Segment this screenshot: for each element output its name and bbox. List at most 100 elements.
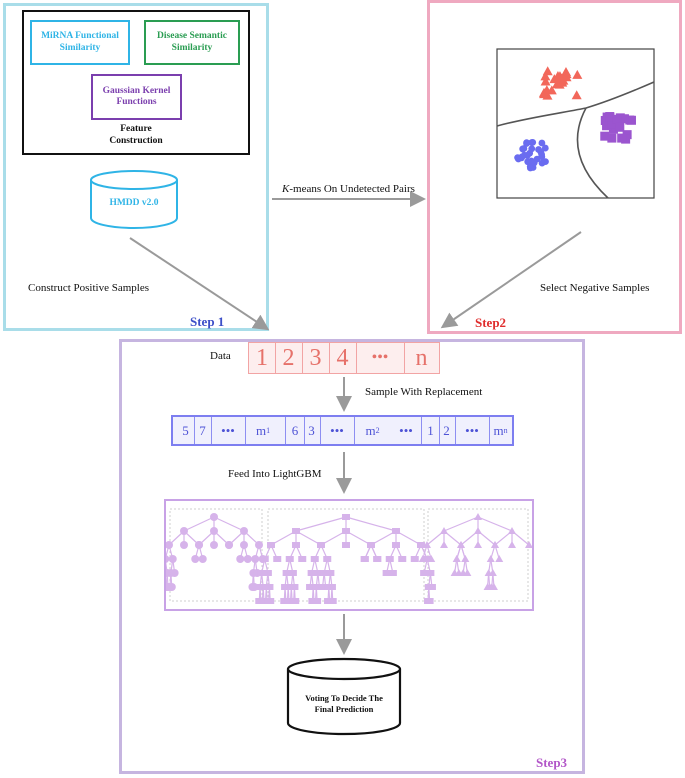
square-point [612,114,622,124]
triangle-cluster [538,66,583,100]
feature-construction-label: Feature Construction [22,124,250,148]
tree-node [491,541,499,548]
tree-node [273,556,282,562]
tree-square-nodes [255,514,436,604]
triangle-point [551,79,562,89]
sample1-cell-1: 5 [177,417,195,444]
hmdd-database-label: HMDD v2.0 [109,198,159,208]
tree-node [488,569,497,576]
data-cell-ellipsis: ••• [356,343,405,373]
data-cell-n: n [415,344,428,371]
tree-node [210,541,218,549]
tree-node [474,541,482,548]
square-point [602,121,612,131]
tree-triangle-nodes [418,513,532,590]
tree-node [410,556,419,562]
sample-with-replacement-label: Sample With Replacement [365,386,483,398]
tree-edge [166,544,170,559]
tree-edge [395,530,422,546]
tree-node [495,555,504,562]
data-label: Data [210,350,231,362]
tree-edge [443,516,479,532]
tree-node [427,555,436,562]
tree-node [198,555,207,563]
gaussian-box-label: Gaussian Kernel Functions [102,85,171,107]
triangle-point [539,89,550,99]
step3-title: Step3 [536,755,568,770]
sample2-cell-2: 3 [303,417,321,444]
tree-node [418,555,427,562]
sample3-cell-2: 2 [438,417,456,444]
tree-node [398,556,407,562]
tree-node [243,555,252,563]
tree-edge [320,530,347,546]
sample3-cell-ellipsis: ••• [455,417,490,444]
lightgbm-trees [166,508,532,604]
circle-point [530,159,538,167]
circle-point [526,149,534,157]
mirna-functional-similarity-box: MiRNA Functional Similarity [30,20,130,65]
tree3-frame [427,508,529,602]
tree-edge [460,530,479,546]
circle-point [535,146,542,153]
clustering-plot [496,48,655,199]
triangle-point [549,74,560,84]
sample3-cell-1: 1 [421,417,440,444]
step1-title: Step 1 [190,314,225,329]
circle-point [524,158,532,166]
tree-edge [511,530,530,546]
square-point [608,124,618,134]
disease-semantic-similarity-box: Disease Semantic Similarity [144,20,240,65]
feature-label-line2: Construction [109,135,163,146]
tree-node [525,541,532,548]
voting-cylinder [286,657,402,736]
construct-positive-label: Construct Positive Samples [28,282,149,294]
tree-node [420,570,429,576]
step2-title: Step2 [475,315,507,330]
triangle-point [556,73,567,83]
tree-node [180,541,188,549]
tree-edge [295,516,347,532]
tree-edge [183,516,215,532]
triangle-point [540,71,551,81]
circle-cluster [514,138,549,172]
tree-node [423,541,431,548]
tree-edge [295,530,322,546]
tree-node [291,598,300,604]
sample1-cell-ellipsis: ••• [211,417,246,444]
tree1-frame [169,508,263,602]
circle-point [526,164,534,172]
sample2-cell-1: 6 [285,417,305,444]
tree-node [425,598,434,604]
tree-edge [270,530,297,546]
circle-point [514,154,522,162]
square-point [617,133,627,143]
tree-edge [477,516,513,532]
step1-panel [3,3,269,331]
tree-node [313,598,322,604]
step1-to-step3-arrow [129,237,270,331]
tree-edge [443,530,462,546]
sample1-cell-2: 7 [194,417,212,444]
square-point [615,122,625,132]
tree-node [382,570,391,576]
voting-label: Voting To Decide The Final Prediction [285,693,403,716]
gaussian-kernel-functions-box: Gaussian Kernel Functions [91,74,182,120]
step2-panel [427,0,682,334]
mirna-box-label: MiRNA Functional Similarity [41,31,119,53]
tree-circle-nodes [166,513,267,591]
tree-node [427,584,436,590]
feature-construction-box [22,10,250,155]
step3-panel [119,339,585,774]
circle-point [538,139,546,147]
data-cell-2: 2 [275,343,303,373]
data-sequence-box: 1 2 3 4 ••• n [248,342,440,374]
feed-into-lightgbm-label: Feed Into LightGBM [228,468,322,480]
square-point [619,114,629,124]
sample2-cell-ellipsis: ••• [320,417,355,444]
tree-node [191,555,200,563]
